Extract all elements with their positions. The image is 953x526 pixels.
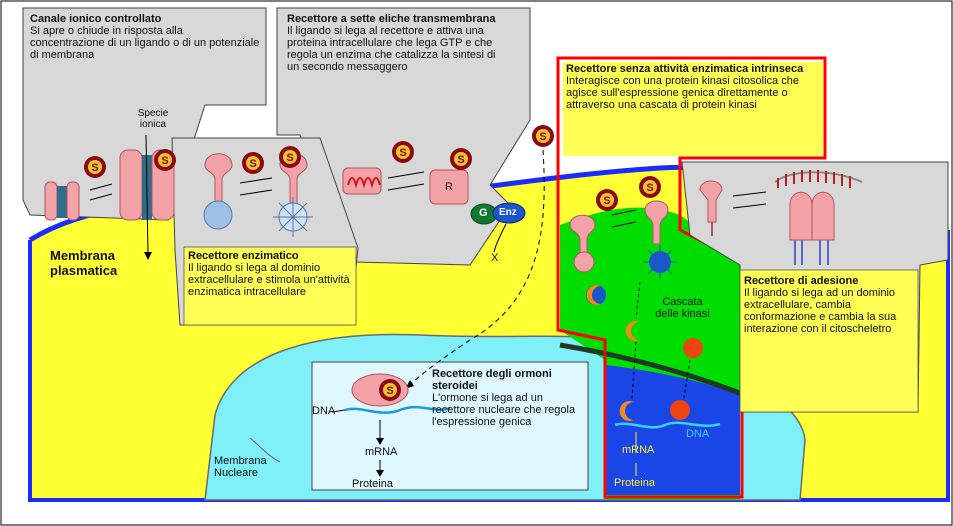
r-label: R (445, 181, 453, 193)
mrna-label: mRNA (365, 446, 397, 458)
ligand-s-icon (279, 146, 301, 168)
x-label: X (491, 252, 498, 264)
ligand-s-icon (639, 176, 661, 198)
enzymatic-callout: Recettore enzimatico Il ligando si lega … (188, 250, 353, 298)
ligand-s-icon (532, 125, 554, 147)
ion-channel-callout: Canale ionico controllato Si apre o chiu… (30, 13, 260, 61)
protein-label: Proteina (352, 478, 393, 490)
ligand-s-icon (596, 189, 618, 211)
seven-helix-title: Recettore a sette eliche transmembrana (287, 13, 497, 25)
enz-label: Enz (499, 207, 517, 218)
ion-channel-desc: Si apre o chiude in risposta alla concen… (30, 25, 260, 61)
no-enzyme-title: Recettore senza attività enzimatica intr… (566, 63, 821, 75)
adhesion-callout: Recettore di adesione Il ligando si lega… (744, 275, 916, 335)
ligand-s-icon (450, 148, 472, 170)
plasma-membrane-label: Membrana plasmatica (50, 248, 160, 278)
cascade-label: Cascata delle kinasi (650, 296, 715, 320)
seven-helix-desc: Il ligando si lega al recettore e attiva… (287, 25, 497, 73)
dna-label: DNA (312, 405, 335, 417)
ligand-s-icon (379, 379, 401, 401)
g-label: G (479, 207, 488, 219)
enzymatic-desc: Il ligando si lega al dominio extracellu… (188, 262, 353, 298)
adhesion-title: Recettore di adesione (744, 275, 916, 287)
no-enzyme-callout: Recettore senza attività enzimatica intr… (566, 63, 821, 111)
mrna-right-label: mRNA (622, 444, 654, 456)
nuclear-membrane-label: Membrana Nucleare (214, 455, 294, 479)
enzymatic-title: Recettore enzimatico (188, 250, 353, 262)
protein-right-label: Proteina (614, 477, 655, 489)
steroid-title: Recettore degli ormoni steroidei (432, 368, 582, 392)
steroid-desc: L'ormone si lega ad un recettore nuclear… (432, 392, 582, 428)
seven-helix-callout: Recettore a sette eliche transmembrana I… (287, 13, 497, 73)
ligand-s-icon (242, 152, 264, 174)
ligand-s-icon (392, 141, 414, 163)
ionic-species-label: Specie ionica (128, 108, 178, 130)
ion-channel-title: Canale ionico controllato (30, 13, 260, 25)
steroid-callout: Recettore degli ormoni steroidei L'ormon… (432, 368, 582, 428)
no-enzyme-desc: Interagisce con una protein kinasi citos… (566, 75, 821, 111)
dna-right-label: DNA (686, 428, 709, 440)
ligand-s-icon (154, 149, 176, 171)
ligand-s-icon (84, 156, 106, 178)
adhesion-desc: Il ligando si lega ad un dominio extrace… (744, 287, 916, 335)
